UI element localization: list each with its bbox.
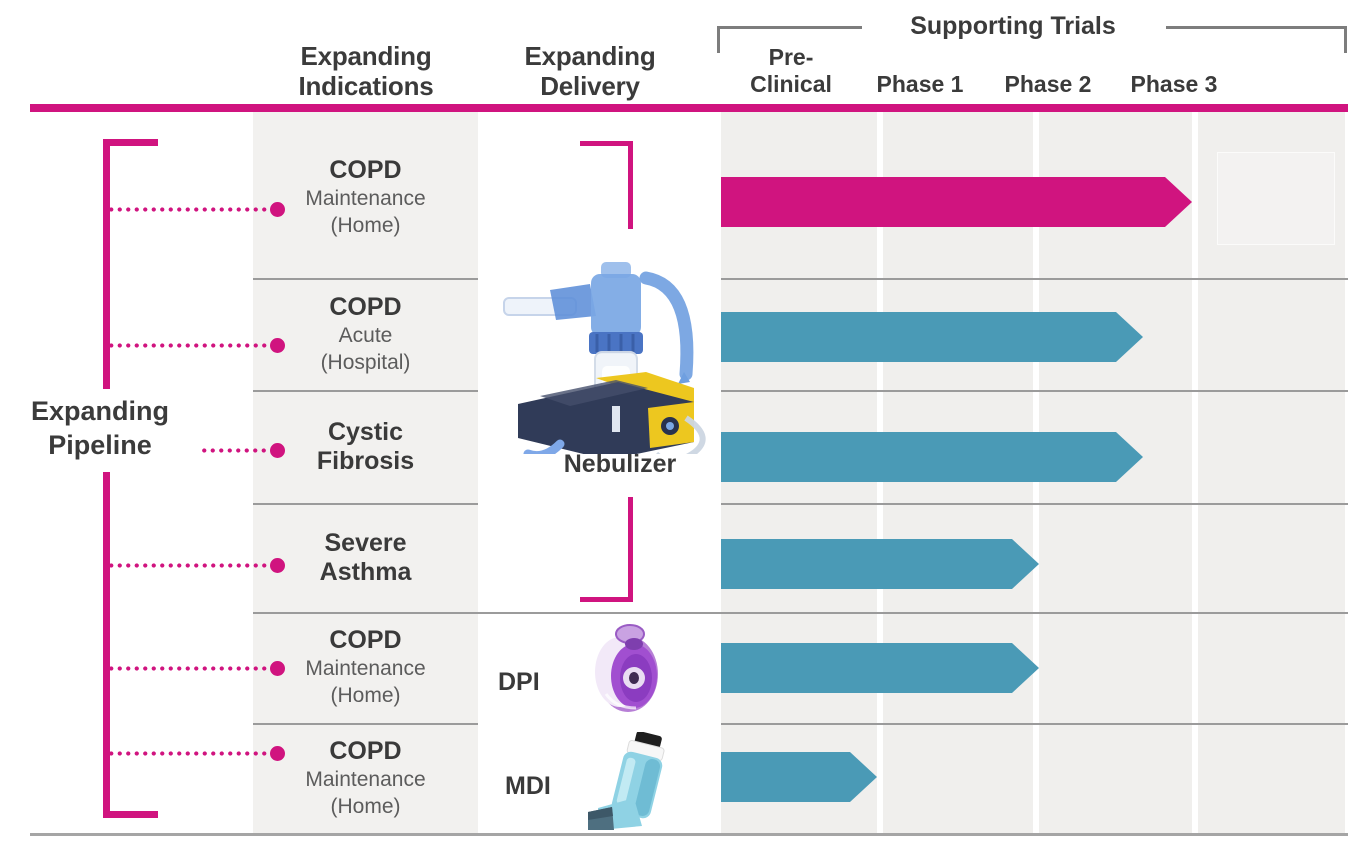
indication-title: Cystic Fibrosis bbox=[316, 417, 415, 475]
supporting-trials-bracket bbox=[1344, 26, 1347, 53]
pipeline-bracket bbox=[103, 472, 110, 818]
trial-progress-bar bbox=[721, 539, 1039, 589]
pipeline-label: Expanding Pipeline bbox=[30, 396, 169, 460]
indication-title: COPD bbox=[329, 626, 402, 654]
row-separator bbox=[253, 723, 478, 725]
nebulizer-bracket bbox=[580, 597, 633, 602]
nebulizer-bracket bbox=[580, 141, 633, 146]
supporting-trials-bracket bbox=[717, 26, 862, 29]
header-accent-rule bbox=[30, 104, 1348, 112]
indication-title: COPD bbox=[329, 292, 402, 321]
trial-progress-bar bbox=[721, 177, 1192, 227]
row-separator bbox=[721, 503, 1348, 505]
connector-dotted-line bbox=[107, 751, 268, 756]
row-separator bbox=[253, 390, 478, 392]
indication-row: COPD Maintenance (Home) bbox=[253, 117, 478, 278]
nebulizer-bracket bbox=[628, 497, 633, 599]
nebulizer-bracket bbox=[628, 141, 633, 229]
indication-title: COPD bbox=[329, 156, 402, 184]
pipeline-bracket bbox=[103, 139, 158, 146]
connector-dot bbox=[270, 338, 285, 353]
nebulizer-label: Nebulizer bbox=[563, 450, 677, 478]
indication-row: COPD Acute (Hospital) bbox=[253, 278, 478, 390]
indications-column-header: Expanding Indications bbox=[298, 41, 434, 101]
row-separator bbox=[253, 503, 478, 505]
phase-label-2: Phase 2 bbox=[1004, 71, 1092, 97]
connector-dot bbox=[270, 661, 285, 676]
mdi-label: MDI bbox=[505, 772, 551, 800]
connector-dot bbox=[270, 202, 285, 217]
connector-dotted-line bbox=[107, 207, 268, 212]
phase-label-preclinical: Pre- Clinical bbox=[750, 44, 832, 97]
connector-dotted-line bbox=[200, 448, 268, 453]
dpi-inhaler-image bbox=[595, 624, 658, 712]
row-separator bbox=[253, 278, 478, 280]
dpi-label: DPI bbox=[498, 668, 540, 696]
indication-subtitle: Maintenance (Home) bbox=[305, 187, 426, 237]
bottom-rule bbox=[30, 833, 1348, 836]
pipeline-bracket bbox=[103, 139, 110, 389]
indication-subtitle: Acute (Hospital) bbox=[320, 323, 411, 374]
trial-progress-bar bbox=[721, 432, 1143, 482]
indication-row: Cystic Fibrosis bbox=[253, 390, 478, 503]
connector-dot bbox=[270, 558, 285, 573]
connector-dot bbox=[270, 746, 285, 761]
indication-title: Severe Asthma bbox=[319, 528, 412, 586]
indication-row: Severe Asthma bbox=[253, 503, 478, 612]
supporting-trials-bracket bbox=[717, 26, 720, 53]
supporting-trials-bracket bbox=[1166, 26, 1347, 29]
indication-subtitle: Maintenance (Home) bbox=[305, 767, 426, 818]
trial-progress-bar bbox=[721, 312, 1143, 362]
supporting-trials-title: Supporting Trials bbox=[910, 12, 1116, 40]
row-separator bbox=[253, 612, 1348, 614]
connector-dotted-line bbox=[107, 563, 268, 568]
pipeline-bracket bbox=[103, 811, 158, 818]
indication-row: COPD Maintenance (Home) bbox=[253, 612, 478, 723]
indication-row: COPD Maintenance (Home) bbox=[253, 723, 478, 833]
phase3-placeholder-box bbox=[1217, 152, 1335, 245]
connector-dotted-line bbox=[107, 666, 268, 671]
row-separator bbox=[721, 390, 1348, 392]
mdi-inhaler-image bbox=[588, 732, 665, 830]
delivery-column-header: Expanding Delivery bbox=[524, 41, 656, 101]
connector-dotted-line bbox=[107, 343, 268, 348]
indication-title: COPD bbox=[329, 736, 402, 765]
indication-subtitle: Maintenance (Home) bbox=[305, 657, 426, 707]
row-separator bbox=[721, 278, 1348, 280]
trial-progress-bar bbox=[721, 643, 1039, 693]
connector-dot bbox=[270, 443, 285, 458]
trial-progress-bar bbox=[721, 752, 877, 802]
phase-label-1: Phase 1 bbox=[876, 71, 964, 97]
phase-label-3: Phase 3 bbox=[1130, 71, 1218, 97]
row-separator bbox=[721, 723, 1348, 725]
nebulizer-image bbox=[503, 262, 706, 454]
indications-column-background bbox=[253, 112, 478, 834]
